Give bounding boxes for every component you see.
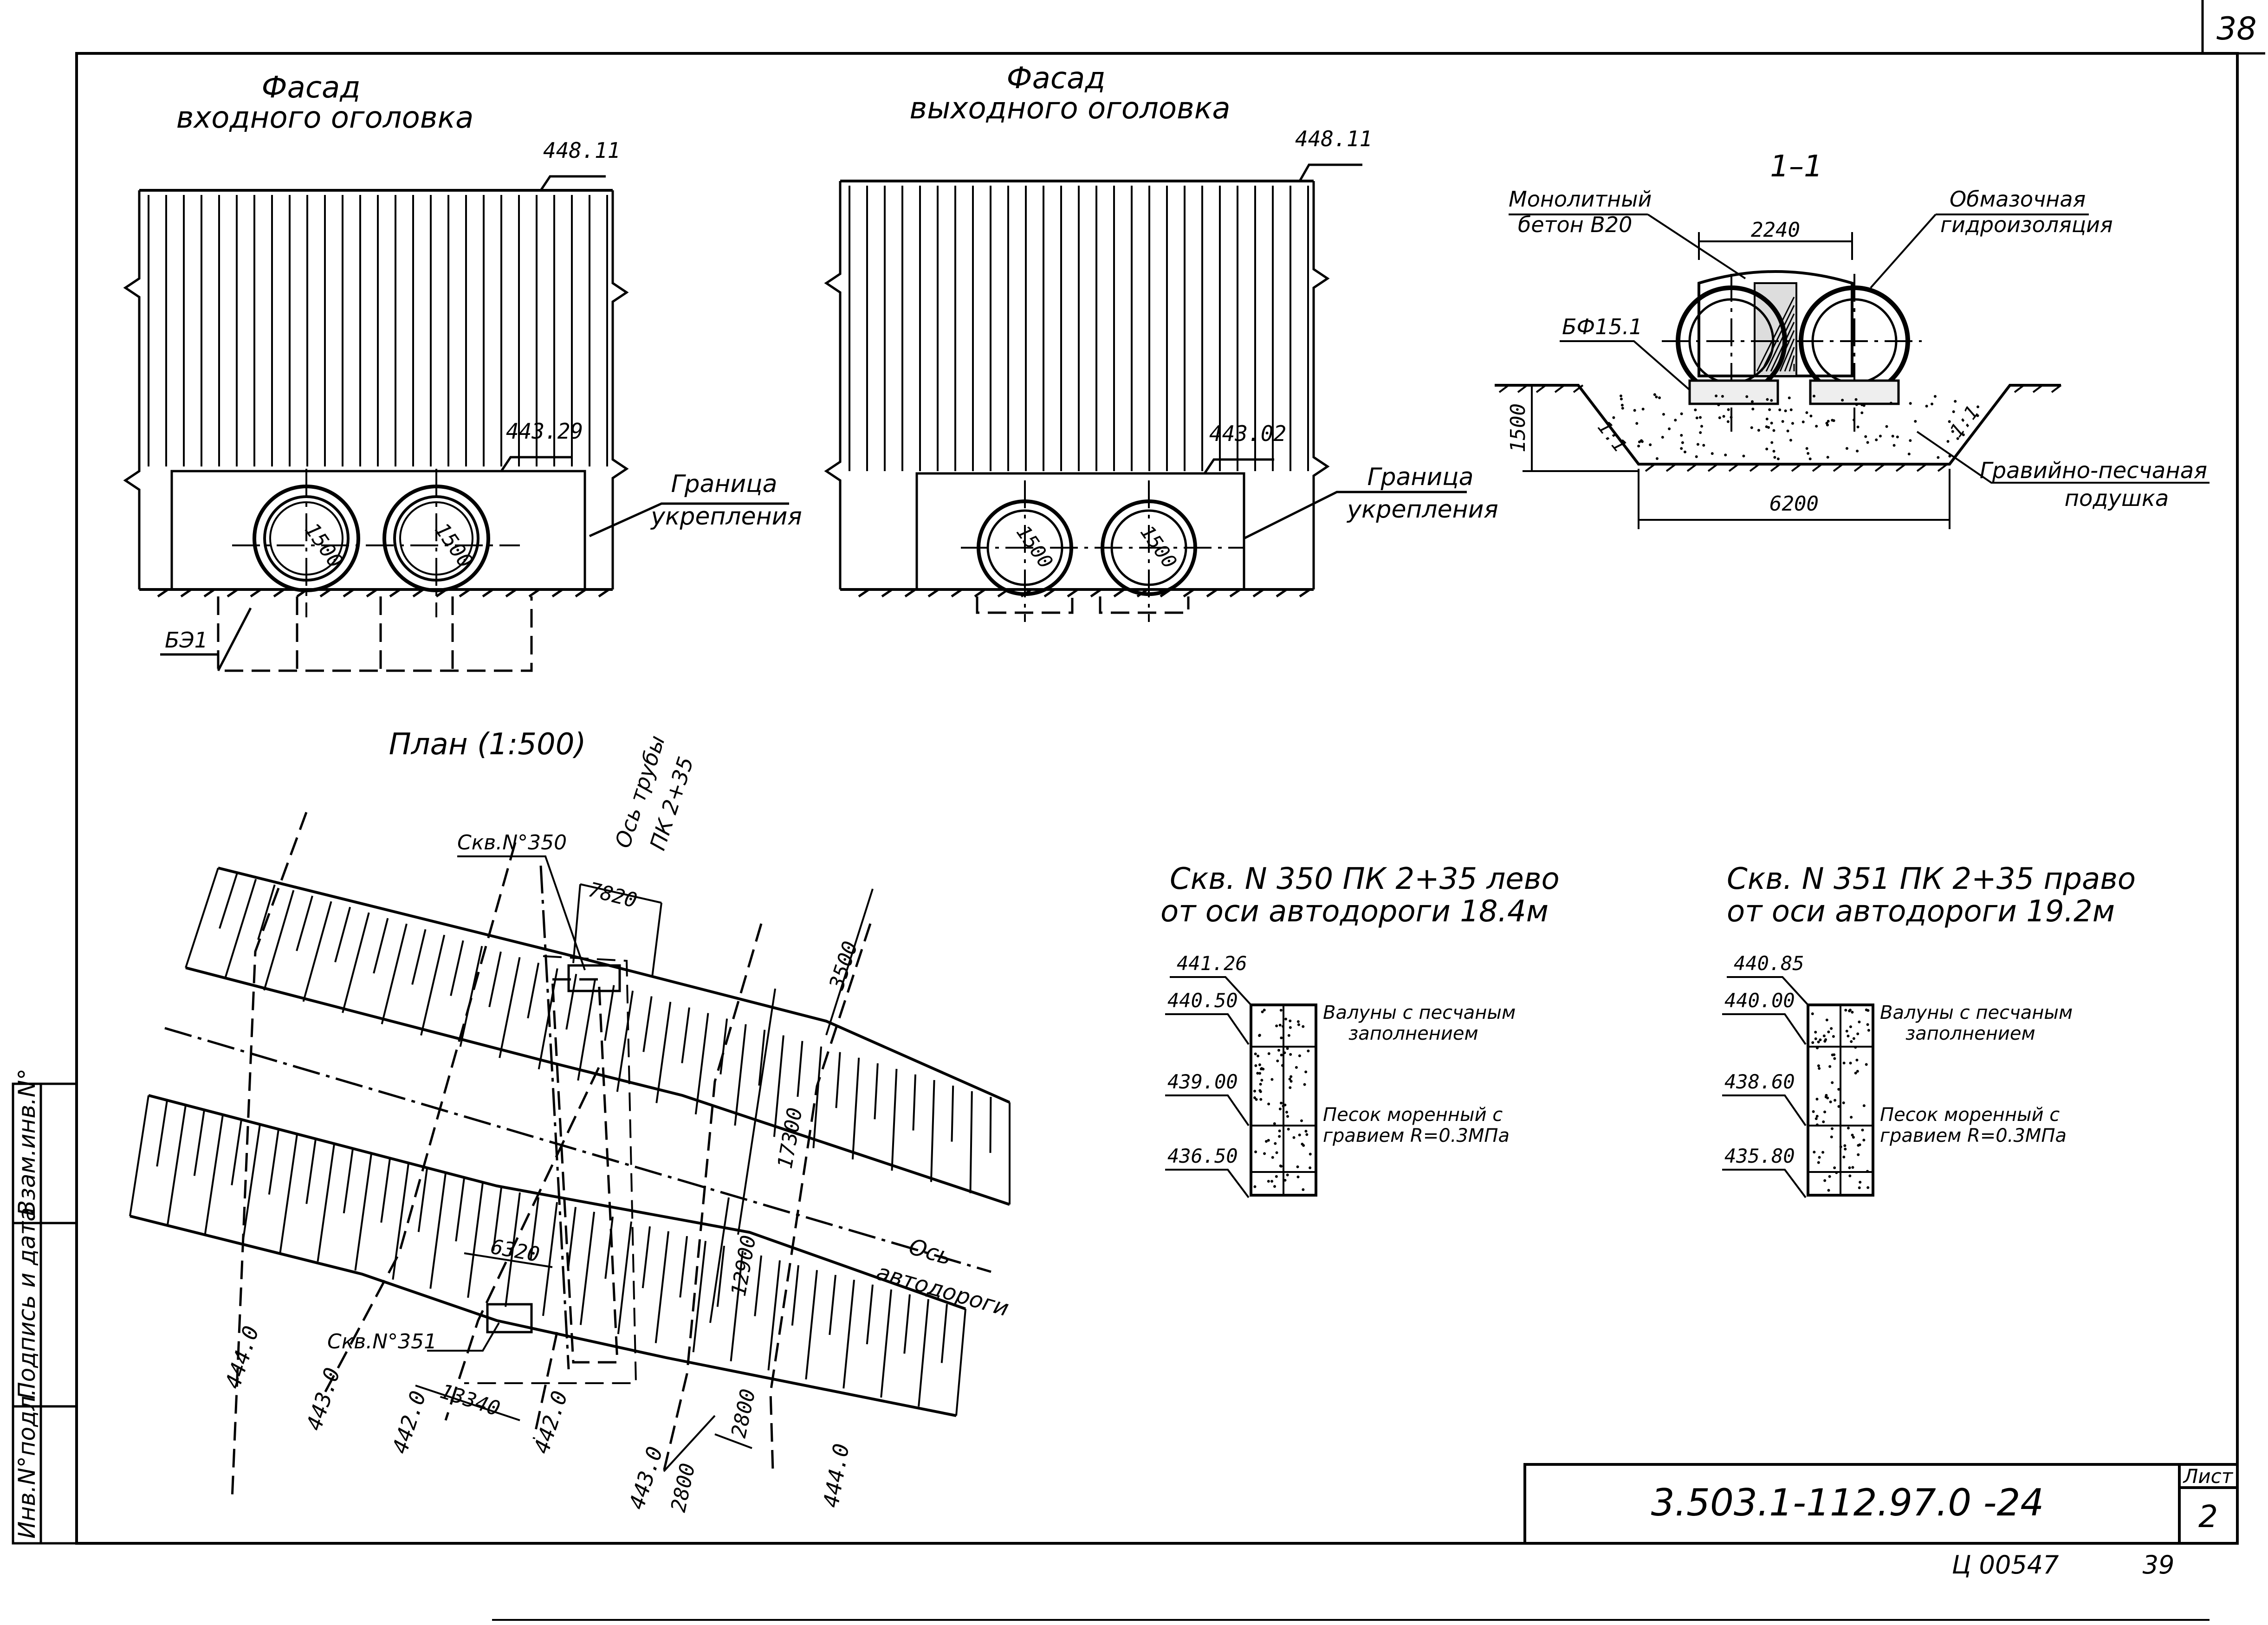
section-width-bottom: 6200 (1769, 492, 1819, 516)
facade-in-block: БЭ1 (165, 628, 208, 653)
section-monolith-1: Монолитный (1509, 187, 1652, 212)
boring-350: Скв. N 350 ПК 2+35 лево от оси автодорог… (1160, 862, 1560, 1198)
plan-contour-3: 442.0 (387, 1388, 431, 1457)
boring351-title-1: Скв. N 351 ПК 2+35 право (1727, 862, 2136, 896)
plan-title: План (1:500) (389, 727, 586, 762)
facade-in: Фасад входного оголовка 448.11 443.29 15… (123, 71, 802, 672)
boring351-elev-3: 438.60 (1724, 1070, 1795, 1093)
section-foundation: БФ15.1 (1562, 314, 1643, 339)
facade-out-boundary-1: Граница (1367, 463, 1474, 491)
section-monolith-2: бетон В20 (1518, 212, 1632, 237)
plan-contour-1: 444.0 (220, 1323, 264, 1392)
plan-contour-4: 442.0 (529, 1388, 572, 1457)
plan-dim-2800b: 2800 (727, 1387, 760, 1440)
section-depth: 1500 (1506, 403, 1530, 453)
plan: План (1:500) Скв.N°350 Скв.N°351 Ось тру… (129, 727, 1012, 1514)
boring351-elev-4: 435.80 (1724, 1145, 1795, 1167)
boring350-layer2-2: гравием R=0.3МПа (1323, 1125, 1510, 1146)
boring350-title-1: Скв. N 350 ПК 2+35 лево (1170, 862, 1560, 896)
facade-in-elev-mid: 443.29 (506, 419, 583, 444)
plan-contour-2: 443.0 (301, 1365, 345, 1433)
facade-in-boundary-2: укрепления (650, 503, 802, 531)
boring350-elev-3: 439.00 (1167, 1070, 1238, 1093)
stamp-doc-code: 3.503.1-112.97.0 -24 (1651, 1481, 2044, 1524)
boring-351: Скв. N 351 ПК 2+35 право от оси автодоро… (1722, 862, 2136, 1198)
facade-in-boundary-1: Граница (671, 470, 778, 498)
boring351-layer2-2: гравием R=0.3МПа (1880, 1125, 2067, 1146)
facade-in-elev-top: 448.11 (543, 138, 620, 163)
boring350-title-2: от оси автодороги 18.4м (1160, 894, 1549, 929)
facade-out-boundary-2: укрепления (1346, 496, 1498, 524)
plan-dim-2800a: 2800 (667, 1461, 700, 1514)
plan-dim-12900: 12900 (727, 1234, 761, 1298)
plan-dim-7820: 7820 (586, 878, 639, 913)
boring351-layer1-1: Валуны с песчаным (1880, 1002, 2073, 1023)
side-strip (12, 1082, 78, 1545)
section-coat-2: гидроизоляция (1940, 212, 2113, 237)
section-width-top: 2240 (1751, 218, 1800, 242)
facade-out-elev-top: 448.11 (1295, 126, 1372, 151)
side-inv-zam: Взам.инв.N° (13, 1068, 40, 1216)
boring351-layer1-2: заполнением (1905, 1023, 2035, 1044)
plan-contour-6: 444.0 (818, 1442, 854, 1509)
boring351-elevs: 440.85 440.00 438.60 435.80 (1724, 952, 1804, 1167)
stamp-bottom-code: Ц 00547 (1952, 1550, 2059, 1580)
section-1-1: 1–1 Монолитный бетон В20 Обмазочная гидр… (1495, 149, 2210, 529)
sheet-page-number: 38 (2216, 11, 2257, 47)
facade-out-title-1: Фасад (1007, 61, 1106, 96)
facade-out-elev-mid: 443.02 (1209, 421, 1286, 446)
title-stamp (1523, 1463, 2239, 1545)
boring350-layer1-2: заполнением (1348, 1023, 1478, 1044)
sheet-frame (75, 0, 2265, 1621)
side-sign-date: Подпись и дата (13, 1207, 40, 1399)
boring350-elevs: 441.26 440.50 439.00 436.50 (1167, 952, 1247, 1167)
facade-in-title-2: входного оголовка (176, 101, 474, 135)
facade-in-title-1: Фасад (262, 71, 361, 105)
plan-dim-17300: 17300 (773, 1106, 807, 1171)
section-cushion-2: подушка (2065, 486, 2169, 511)
boring351-elev-1: 440.85 (1734, 952, 1804, 975)
boring351-title-2: от оси автодороги 19.2м (1727, 894, 2115, 929)
plan-contour-5: 443.0 (624, 1444, 667, 1512)
boring351-elev-2: 440.00 (1724, 989, 1795, 1012)
boring351-layer2-1: Песок моренный с (1880, 1104, 2060, 1126)
facade-out-title-2: выходного оголовка (909, 91, 1230, 126)
section-title: 1–1 (1770, 149, 1822, 184)
plan-well350: Скв.N°350 (457, 831, 567, 855)
stamp-sheet-label: Лист (2183, 1465, 2234, 1488)
section-slope-left: 1:1 (1593, 417, 1631, 456)
facade-out: Фасад выходного оголовка 448.11 443.02 1… (824, 61, 1498, 622)
section-coat-1: Обмазочная (1950, 187, 2086, 212)
boring350-elev-1: 441.26 (1177, 952, 1247, 975)
plan-axis-road-1: Ось (906, 1234, 954, 1270)
side-inv-podl: Инв.N°подл. (13, 1388, 40, 1539)
plan-well351: Скв.N°351 (327, 1330, 437, 1353)
boring350-layer2-1: Песок моренный с (1323, 1104, 1503, 1126)
boring350-elev-4: 436.50 (1167, 1145, 1238, 1167)
section-cushion-1: Гравийно-песчаная (1980, 458, 2207, 484)
stamp-sheet-no: 2 (2198, 1499, 2218, 1534)
stamp-bottom-num: 39 (2143, 1550, 2175, 1580)
boring350-layer1-1: Валуны с песчаным (1323, 1002, 1516, 1023)
boring350-elev-2: 440.50 (1167, 989, 1238, 1012)
